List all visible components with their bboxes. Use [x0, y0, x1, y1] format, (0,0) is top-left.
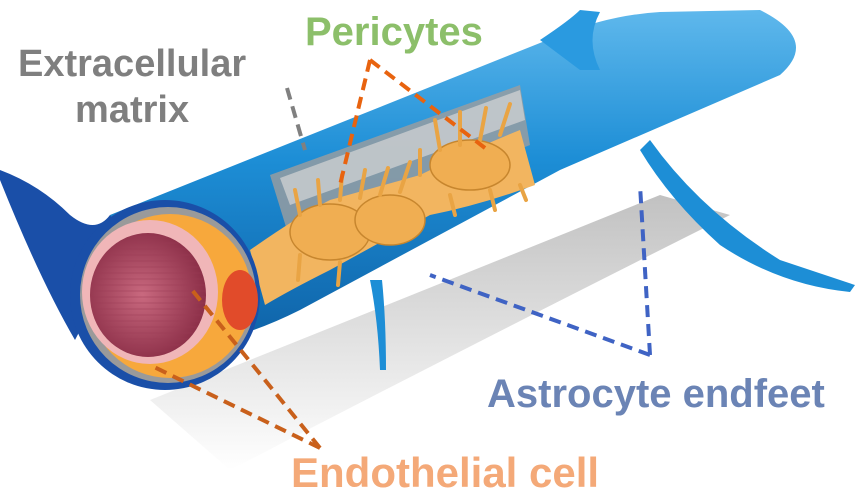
pericytes-label: Pericytes	[305, 10, 483, 54]
ecm-label-line2: matrix	[18, 88, 246, 134]
astrocyte-endfeet-label: Astrocyte endfeet	[487, 372, 825, 416]
ecm-label-line1: Extracellular	[18, 42, 246, 88]
endothelial-nucleus	[222, 270, 258, 330]
endothelial-cell-label: Endothelial cell	[291, 450, 599, 496]
extracellular-matrix-label: Extracellular matrix	[18, 42, 246, 133]
pericyte-cell	[430, 140, 510, 190]
pericyte-cell	[355, 195, 425, 245]
